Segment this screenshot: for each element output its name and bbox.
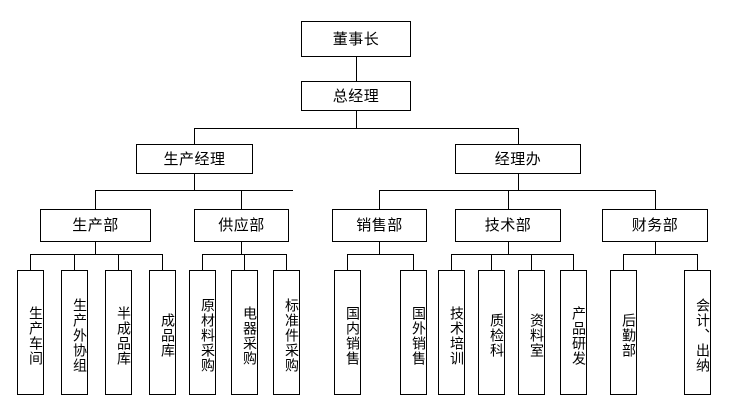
node-domestic-sales[interactable]: 国内销售 (334, 270, 361, 395)
node-general-manager[interactable]: 总经理 (301, 81, 411, 111)
edge-bus-mgr-office (518, 128, 519, 144)
node-supply-dept[interactable]: 供应部 (194, 209, 289, 242)
edge-bus-prod-mgr (194, 128, 195, 144)
node-archive-room[interactable]: 资料室 (518, 270, 545, 395)
edge-prod-dept-bus (30, 254, 162, 255)
node-semi-finished-warehouse[interactable]: 半成品库 (105, 270, 132, 395)
edge-supply-dept-c2 (244, 254, 245, 270)
node-product-rd[interactable]: 产品研发 (560, 270, 587, 395)
node-production-dept[interactable]: 生产部 (40, 209, 151, 242)
node-raw-material-purchasing[interactable]: 原材料采购 (189, 270, 216, 395)
edge-finance-dept-c1 (623, 254, 624, 270)
node-manager-office[interactable]: 经理办 (455, 144, 581, 174)
edge-prod-dept-c3 (118, 254, 119, 270)
node-quality-inspection[interactable]: 质检科 (478, 270, 505, 395)
edge-mgr-office-bus (379, 190, 655, 191)
edge-bus-prod-dept (95, 190, 96, 209)
edge-finance-dept-down (655, 242, 656, 254)
node-finished-goods-warehouse[interactable]: 成品库 (149, 270, 176, 395)
node-logistics-dept[interactable]: 后勤部 (610, 270, 637, 395)
node-technical-training[interactable]: 技术培训 (438, 270, 465, 395)
edge-gm-down (356, 111, 357, 128)
edge-supply-dept-down (241, 242, 242, 254)
node-chairman[interactable]: 董事长 (301, 21, 411, 57)
node-finance-dept[interactable]: 财务部 (602, 209, 708, 242)
edge-sales-dept-c2 (413, 254, 414, 270)
edge-sales-dept-bus (347, 254, 413, 255)
node-tech-dept[interactable]: 技术部 (455, 209, 561, 242)
edge-bus-sales-dept (379, 190, 380, 209)
node-overseas-sales[interactable]: 国外销售 (400, 270, 427, 395)
edge-supply-dept-c3 (286, 254, 287, 270)
edge-finance-dept-c2 (697, 254, 698, 270)
edge-tech-dept-bus (451, 254, 573, 255)
node-sales-dept[interactable]: 销售部 (332, 209, 427, 242)
edge-tech-dept-down (508, 242, 509, 254)
edge-prod-mgr-down (194, 174, 195, 190)
edge-tech-dept-c2 (491, 254, 492, 270)
edge-tech-dept-c4 (573, 254, 574, 270)
node-production-workshop[interactable]: 生产车间 (17, 270, 44, 395)
node-production-outsourcing[interactable]: 生产外协组 (61, 270, 88, 395)
edge-sales-dept-c1 (347, 254, 348, 270)
node-appliance-purchasing[interactable]: 电器采购 (231, 270, 258, 395)
edge-prod-dept-c1 (30, 254, 31, 270)
edge-prod-dept-c2 (74, 254, 75, 270)
node-accounting-cashier[interactable]: 会计、出纳 (684, 270, 711, 395)
edge-finance-dept-bus (623, 254, 697, 255)
edge-bus-tech-dept (508, 190, 509, 209)
edge-prod-mgr-bus (95, 190, 293, 191)
edge-chairman-gm (356, 57, 357, 81)
edge-prod-dept-c4 (162, 254, 163, 270)
node-standard-parts-purchasing[interactable]: 标准件采购 (273, 270, 300, 395)
edge-supply-dept-c1 (202, 254, 203, 270)
node-production-manager[interactable]: 生产经理 (136, 144, 253, 174)
edge-bus-supply-dept (241, 190, 242, 209)
edge-tech-dept-c3 (531, 254, 532, 270)
edge-bus-finance-dept (655, 190, 656, 209)
edge-mgr-office-down (518, 174, 519, 190)
edge-prod-dept-down (95, 242, 96, 254)
edge-level3-bus (194, 128, 518, 129)
edge-tech-dept-c1 (451, 254, 452, 270)
edge-sales-dept-down (379, 242, 380, 254)
